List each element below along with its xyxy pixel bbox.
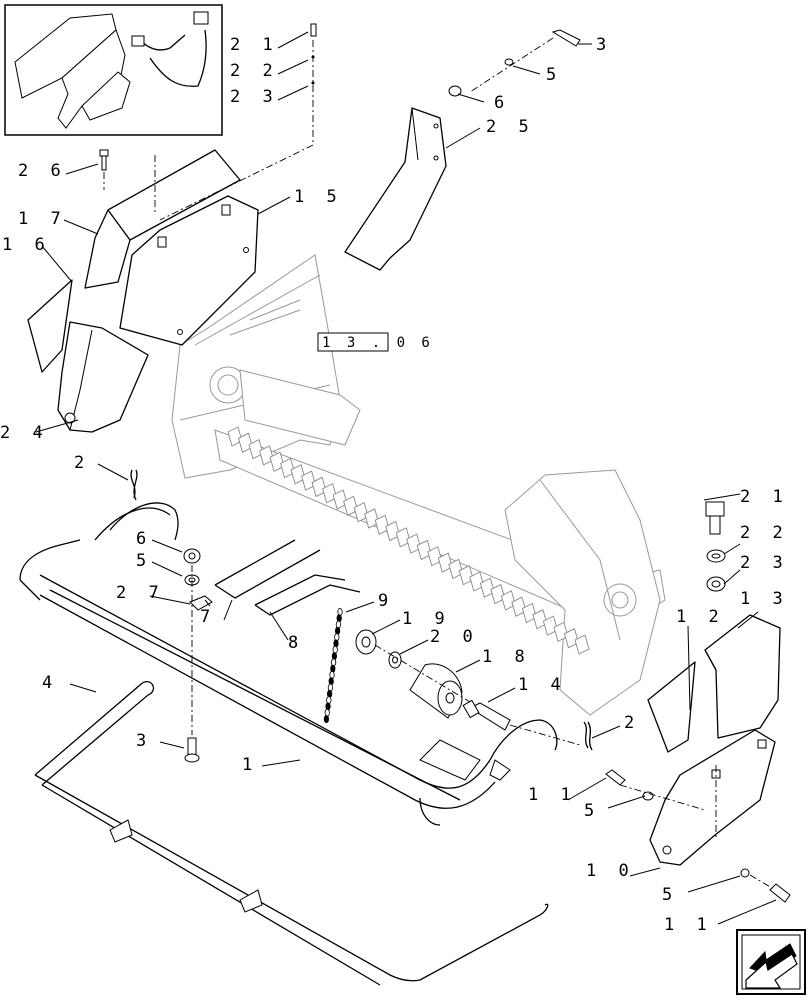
label-4: 4 bbox=[42, 673, 58, 693]
nut-23-top bbox=[311, 81, 315, 85]
nut-6-top bbox=[448, 85, 462, 97]
label-22: 2 2 bbox=[230, 61, 279, 81]
label-27: 2 7 bbox=[116, 583, 165, 603]
panel-12 bbox=[647, 661, 696, 753]
label-21-right: 2 1 bbox=[740, 487, 789, 507]
bolt-3-top bbox=[551, 29, 581, 47]
label-20: 2 0 bbox=[430, 627, 479, 647]
bolt-14 bbox=[462, 699, 511, 731]
chain-9 bbox=[323, 608, 343, 724]
washer-5-right-lower bbox=[740, 868, 750, 878]
roller-18 bbox=[409, 663, 463, 719]
bolt-21-top bbox=[310, 23, 317, 37]
label-17: 1 7 bbox=[18, 209, 67, 229]
inset-view bbox=[4, 4, 223, 136]
centerlines bbox=[103, 37, 773, 889]
label-23: 2 3 bbox=[230, 87, 279, 107]
label-26: 2 6 bbox=[18, 161, 67, 181]
washer-22-right bbox=[706, 549, 726, 563]
label-14: 1 4 bbox=[518, 675, 567, 695]
label-5-right-lower: 5 bbox=[662, 885, 678, 905]
label-23-right: 2 3 bbox=[740, 553, 789, 573]
label-12: 1 2 bbox=[676, 607, 725, 627]
label-18: 1 8 bbox=[482, 647, 531, 667]
header-frame bbox=[171, 254, 666, 716]
right-shield-assembly bbox=[647, 614, 781, 866]
label-21: 2 1 bbox=[230, 35, 279, 55]
label-22-right: 2 2 bbox=[740, 523, 789, 543]
bolt-26 bbox=[99, 149, 109, 171]
label-9: 9 bbox=[378, 591, 394, 611]
panel-16 bbox=[27, 279, 73, 373]
label-1: 1 bbox=[242, 755, 258, 775]
label-13: 1 3 bbox=[740, 589, 789, 609]
label-2: 2 bbox=[74, 453, 90, 473]
label-8: 8 bbox=[288, 633, 304, 653]
reference-box: 1 3 . 0 6 bbox=[317, 332, 434, 352]
label-19: 1 9 bbox=[402, 609, 451, 629]
leader-lines bbox=[35, 31, 777, 925]
label-2-lower: 2 bbox=[624, 713, 640, 733]
stripper-wire-7 bbox=[214, 539, 321, 599]
frame-4 bbox=[34, 681, 549, 986]
shield-24 bbox=[57, 321, 149, 433]
washer-20 bbox=[388, 651, 402, 669]
shield-10 bbox=[649, 729, 776, 866]
stripper-wire-8 bbox=[254, 574, 361, 616]
label-3-lower: 3 bbox=[136, 731, 152, 751]
label-15: 1 5 bbox=[294, 187, 343, 207]
label-3: 3 bbox=[596, 35, 612, 55]
next-page-arrow-icon[interactable] bbox=[736, 929, 806, 995]
label-25: 2 5 bbox=[486, 117, 535, 137]
bolt-11-right-lower bbox=[769, 883, 791, 903]
reference-text: 1 3 . 0 6 bbox=[322, 335, 434, 351]
pin-2-upper bbox=[130, 469, 138, 501]
hardware-19 bbox=[355, 629, 377, 655]
bracket-25 bbox=[344, 107, 447, 271]
label-5-reel: 5 bbox=[136, 551, 152, 571]
callout-labels: 2 1 2 2 2 3 3 5 6 2 5 2 6 1 5 1 7 1 6 2 … bbox=[0, 35, 789, 935]
bolt-3-lower bbox=[184, 737, 200, 763]
label-16: 1 6 bbox=[2, 235, 51, 255]
shield-panel-15 bbox=[119, 195, 259, 346]
nut-23-right bbox=[706, 576, 726, 592]
label-11-right-lower: 1 1 bbox=[664, 915, 713, 935]
nut-6-reel bbox=[183, 548, 201, 564]
label-7: 7 bbox=[200, 607, 216, 627]
cutter-bar-teeth bbox=[227, 426, 590, 655]
guard-tooth bbox=[574, 634, 590, 655]
label-24: 2 4 bbox=[0, 423, 49, 443]
pin-2-lower bbox=[583, 721, 593, 751]
label-5-right: 5 bbox=[584, 801, 600, 821]
label-11: 1 1 bbox=[528, 785, 577, 805]
bolt-21-right bbox=[705, 501, 725, 535]
chain-link bbox=[323, 715, 329, 724]
label-6: 6 bbox=[494, 93, 510, 113]
washer-5-top bbox=[504, 58, 514, 66]
label-10: 1 0 bbox=[586, 861, 635, 881]
bolt-11-right-upper bbox=[605, 769, 626, 786]
label-6-reel: 6 bbox=[136, 529, 152, 549]
label-5: 5 bbox=[546, 65, 562, 85]
reel-assembly bbox=[19, 502, 558, 826]
shield-13 bbox=[704, 614, 781, 739]
clip-27 bbox=[189, 595, 213, 611]
